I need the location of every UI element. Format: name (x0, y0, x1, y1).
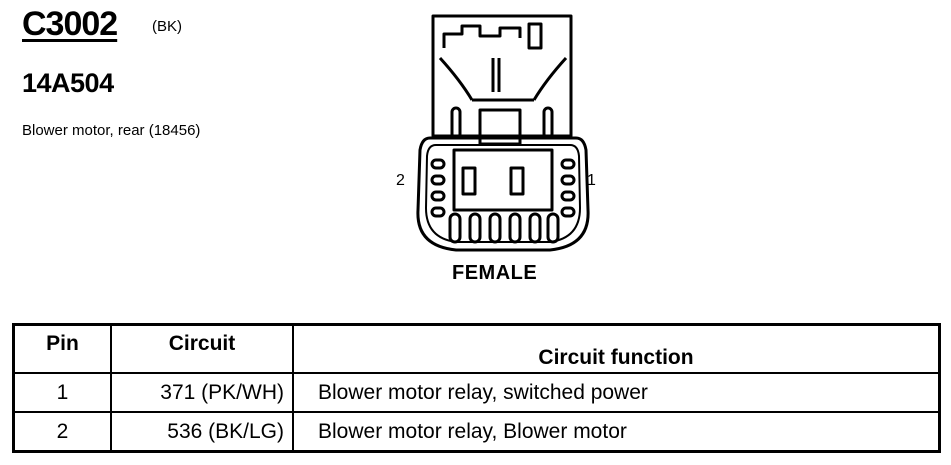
connector-description: Blower motor, rear (18456) (22, 122, 201, 139)
header-circuit: Circuit (110, 323, 294, 374)
row-function: Blower motor relay, switched power (292, 372, 941, 413)
right-arc (532, 56, 568, 101)
latch-slot (527, 22, 543, 50)
terminal-pin-1 (509, 166, 525, 196)
part-number: 14A504 (22, 68, 114, 98)
pin-label-left: 2 (396, 172, 405, 189)
row-pin: 2 (12, 411, 112, 453)
connector-gender: FEMALE (452, 262, 538, 284)
header-pin: Pin (12, 323, 112, 374)
housing-top (431, 14, 573, 138)
left-arc (438, 56, 474, 101)
pin-table: Pin Circuit Circuit function 1 371 (PK/W… (12, 323, 941, 453)
table-row: 1 371 (PK/WH) Blower motor relay, switch… (12, 372, 941, 413)
upper-right-slot (542, 106, 554, 140)
row-circuit: 536 (BK/LG) (110, 411, 294, 453)
table-header-row: Pin Circuit Circuit function (12, 323, 941, 374)
outer-body (416, 136, 590, 252)
connector-face-diagram (416, 14, 590, 252)
latch-detail (442, 24, 522, 48)
row-function: Blower motor relay, Blower motor (292, 411, 941, 453)
pin-cavity-block (452, 148, 554, 212)
pin-label-right: 1 (587, 172, 596, 189)
row-pin: 1 (12, 372, 112, 413)
table-row: 2 536 (BK/LG) Blower motor relay, Blower… (12, 411, 941, 453)
upper-left-slot (450, 106, 462, 140)
connector-id: C3002 (22, 5, 118, 43)
header-circuit-function: Circuit function (292, 323, 941, 374)
color-code: (BK) (152, 18, 182, 35)
row-circuit: 371 (PK/WH) (110, 372, 294, 413)
terminal-pin-2 (461, 166, 477, 196)
